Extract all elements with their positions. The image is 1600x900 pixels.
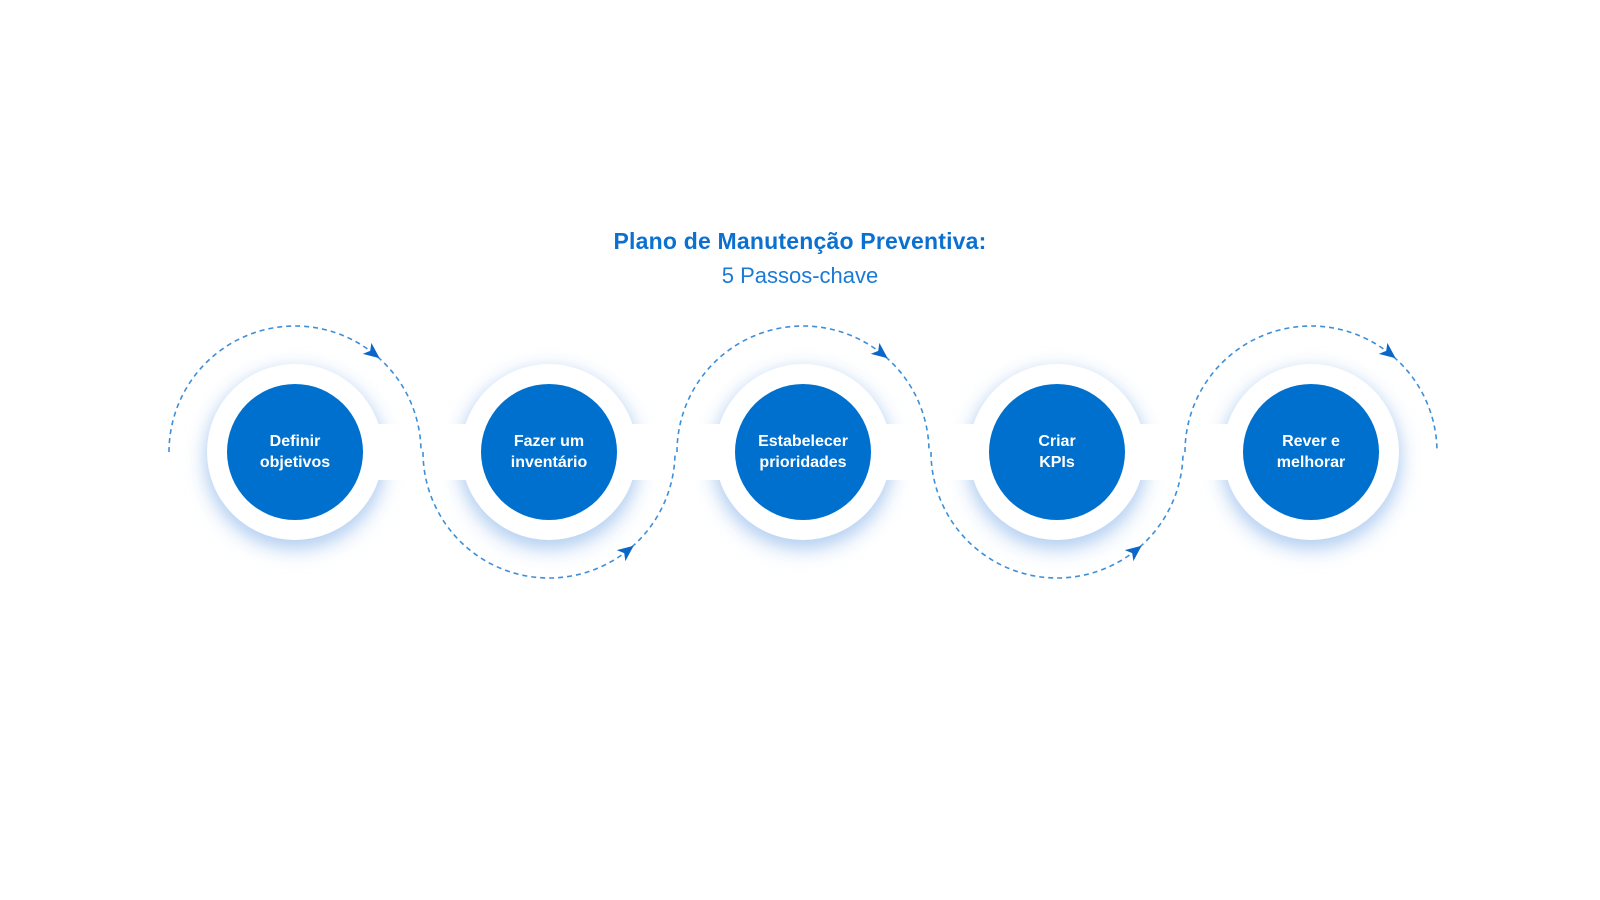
connector-1-cover (335, 424, 509, 480)
flow-arrow-2 (616, 545, 634, 562)
step-4-label: Criar KPIs (1038, 433, 1076, 471)
connector-4-cover (1097, 424, 1271, 480)
connector-3-cover (843, 424, 1017, 480)
flow-arrow-5-shape (1378, 342, 1396, 359)
flow-arrow-3 (870, 342, 888, 359)
flow-arrow-4 (1124, 545, 1142, 562)
flow-arc-2 (422, 451, 676, 579)
flow-arrow-1 (362, 342, 380, 359)
flow-arc-4 (930, 451, 1184, 579)
flow-arrow-2-shape (616, 545, 634, 562)
flow-arrow-3-shape (870, 342, 888, 359)
flow-arrow-5 (1378, 342, 1396, 359)
dashed-flow-arcs (168, 325, 1438, 579)
diagram-subtitle: 5 Passos-chave (721, 263, 879, 288)
step-5-label: Rever e melhorar (1276, 433, 1346, 471)
flow-arrow-4-shape (1124, 545, 1142, 562)
step-circles (227, 384, 1379, 520)
step-1-label: Definir objetivos (259, 433, 331, 471)
diagram-title: Plano de Manutenção Preventiva: (613, 228, 987, 254)
flow-arc-3 (676, 325, 930, 453)
step-5-circle (1243, 384, 1379, 520)
flow-arc-5 (1184, 325, 1438, 453)
step-2-circle (481, 384, 617, 520)
step-3-circle (735, 384, 871, 520)
step-3-label: Estabelecer prioridades (758, 433, 848, 471)
step-4-circle (989, 384, 1125, 520)
step-2-label: Fazer um inventário (510, 433, 588, 471)
connector-2-cover (589, 424, 763, 480)
flow-arc-1 (168, 325, 422, 453)
step-1-circle (227, 384, 363, 520)
flow-arrow-1-shape (362, 342, 380, 359)
